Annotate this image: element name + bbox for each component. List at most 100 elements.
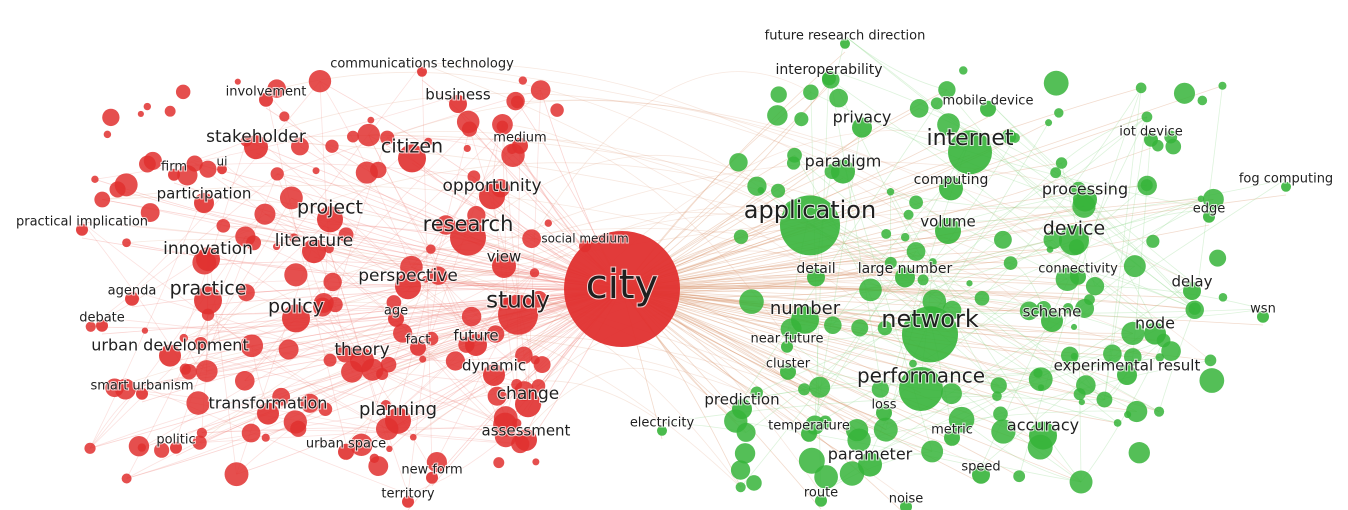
green-keyword-node xyxy=(948,130,992,175)
red-keyword-label: change xyxy=(497,384,560,404)
hub-link-green xyxy=(621,288,1082,483)
green-term-node xyxy=(1019,301,1039,321)
red-term-node xyxy=(272,243,281,251)
red-term-node xyxy=(409,433,417,441)
red-keyword-node xyxy=(317,206,343,233)
red-term-node xyxy=(164,105,176,117)
green-keyword-node xyxy=(939,176,963,201)
green-link xyxy=(859,327,1118,424)
green-keyword-label: node xyxy=(1135,314,1175,333)
red-keyword-label: opportunity xyxy=(442,176,541,196)
city-hub-label: city xyxy=(586,262,658,308)
green-term-node xyxy=(1185,300,1204,320)
green-term-node xyxy=(1123,255,1146,278)
green-link xyxy=(1104,340,1164,400)
green-keyword-node xyxy=(980,100,996,117)
red-term-node xyxy=(400,255,423,279)
green-keyword-label: metric xyxy=(931,423,973,438)
green-link xyxy=(947,178,1287,223)
green-link xyxy=(810,92,822,494)
red-keyword-label: communications technology xyxy=(330,57,514,72)
red-keyword-node xyxy=(302,239,326,264)
red-term-node xyxy=(461,306,482,327)
red-term-node xyxy=(532,458,540,466)
green-keyword-label: fog computing xyxy=(1239,172,1333,187)
hub-link-green xyxy=(621,286,1090,301)
red-keyword-node xyxy=(410,339,426,356)
red-term-node xyxy=(463,144,471,153)
cross-link xyxy=(502,124,820,388)
red-link xyxy=(141,385,409,495)
green-link xyxy=(830,79,1156,325)
red-keyword-label: innovation xyxy=(163,239,253,259)
red-term-node xyxy=(324,243,334,254)
cross-link xyxy=(493,272,1044,367)
green-term-node xyxy=(824,316,842,334)
red-term-node xyxy=(380,399,392,411)
green-link xyxy=(856,340,1164,431)
green-link xyxy=(819,116,1148,388)
red-keyword-node xyxy=(465,334,487,356)
green-keyword-label: performance xyxy=(857,364,985,388)
green-term-node xyxy=(1045,119,1053,127)
red-keyword-node xyxy=(388,310,404,327)
red-keyword-node xyxy=(515,429,537,451)
hub-link-green xyxy=(621,288,1041,448)
red-term-node xyxy=(114,173,138,197)
green-term-node xyxy=(937,113,960,136)
red-term-node xyxy=(380,356,397,373)
red-term-node xyxy=(179,363,191,375)
green-keyword-node xyxy=(1029,421,1057,450)
hub-link-green xyxy=(621,224,1210,290)
green-term-node xyxy=(798,383,811,396)
red-keyword-label: debate xyxy=(79,311,125,326)
green-term-node xyxy=(786,156,801,170)
red-term-node xyxy=(325,139,339,153)
green-link xyxy=(832,179,952,326)
green-keyword-label: internet xyxy=(927,126,1014,151)
hub-link-green xyxy=(621,205,1086,290)
green-term-node xyxy=(1199,368,1225,393)
red-term-node xyxy=(426,451,447,473)
green-term-node xyxy=(1037,384,1045,391)
red-term-node xyxy=(284,263,308,287)
green-keyword-node xyxy=(900,500,912,510)
cross-link xyxy=(425,161,1086,280)
red-term-node xyxy=(308,69,332,93)
green-keyword-label: speed xyxy=(961,460,1000,475)
red-keyword-label: new form xyxy=(401,463,462,478)
cross-link xyxy=(323,301,741,488)
green-link xyxy=(1095,285,1264,310)
cross-link xyxy=(246,140,1133,334)
cross-link xyxy=(207,162,761,250)
red-term-node xyxy=(216,218,231,233)
red-keyword-label: future xyxy=(453,327,498,345)
red-term-node xyxy=(267,79,286,98)
red-link xyxy=(208,300,519,316)
hub-link-green xyxy=(621,274,1079,290)
green-term-node xyxy=(1103,344,1122,364)
cross-link xyxy=(102,184,1160,412)
red-term-node xyxy=(246,235,262,251)
green-link xyxy=(1083,205,1193,283)
green-link xyxy=(1049,249,1195,310)
green-term-node xyxy=(1173,82,1196,104)
green-term-node xyxy=(1085,277,1105,296)
red-term-node xyxy=(137,110,144,118)
red-term-node xyxy=(179,333,189,343)
green-term-node xyxy=(909,359,917,368)
green-term-node xyxy=(1165,138,1182,155)
hub-link-green xyxy=(621,288,1160,358)
hub-link-green xyxy=(621,249,1051,290)
green-term-node xyxy=(794,112,809,127)
red-link xyxy=(94,94,459,180)
cross-link xyxy=(517,99,1211,361)
green-term-node xyxy=(803,84,819,101)
green-keyword-node xyxy=(1117,365,1137,385)
red-keyword-node xyxy=(426,471,438,484)
green-link xyxy=(786,338,885,406)
red-link xyxy=(368,134,477,337)
green-term-node xyxy=(1197,95,1208,106)
red-term-node xyxy=(544,219,553,227)
green-keyword-label: computing xyxy=(914,172,989,188)
